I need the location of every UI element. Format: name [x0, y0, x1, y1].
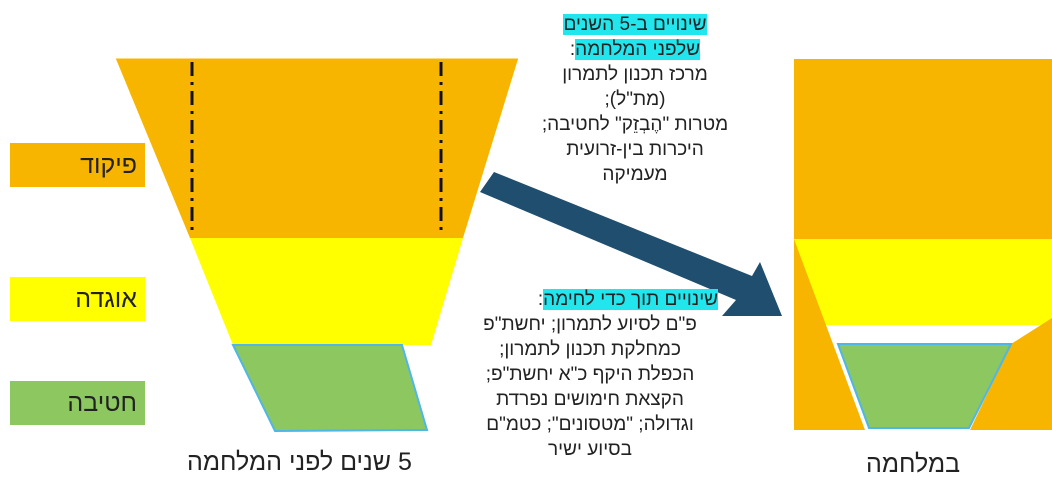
right-division-layer	[794, 239, 1052, 325]
caption-in-war: במלחמה	[866, 450, 961, 478]
right-brigade-layer	[836, 343, 1013, 429]
right-command-flank-left	[794, 239, 865, 430]
right-command-layer	[794, 59, 1052, 239]
note-before-subtitle: שלפני המלחמה	[575, 39, 701, 60]
note-before-war: שינויים ב-5 השנים שלפני המלחמה: מרכז תכנ…	[520, 12, 750, 187]
legend-division: אוגדה	[10, 277, 145, 321]
note-during-line: כמחלקת תכנון לתמרון;	[499, 339, 681, 360]
legend-command-label: פיקוד	[80, 151, 137, 179]
left-command-layer	[116, 59, 518, 238]
note-during-line: הכפלת היקף כ"א יחשת"פ;	[485, 364, 695, 385]
note-before-title: שינויים ב-5 השנים	[563, 14, 707, 35]
legend-brigade: חטיבה	[10, 381, 145, 425]
note-during-line: הקצאת חימושים נפרדת	[496, 389, 684, 410]
note-before-line: היכרות בין-זרועית	[566, 139, 704, 160]
note-before-line: מעמיקה	[602, 164, 668, 185]
legend-command: פיקוד	[10, 143, 145, 187]
note-during-line: בסיוע ישיר	[548, 439, 632, 460]
left-brigade-layer	[231, 344, 429, 433]
right-command-flank-right	[970, 318, 1052, 430]
caption-before-war: 5 שנים לפני המלחמה	[187, 448, 412, 476]
left-division-layer	[190, 238, 463, 345]
note-before-line: מטרות "הֶבְזֵק" לחטיבה;	[541, 114, 729, 135]
legend-brigade-label: חטיבה	[67, 389, 137, 417]
transition-arrow	[480, 172, 782, 316]
note-before-line: מרכז תכנון לתמרון	[562, 64, 708, 85]
note-during-line: פ"ם לסיוע לתמרון; יחשת"פ	[483, 314, 697, 335]
legend-division-label: אוגדה	[75, 285, 137, 313]
note-before-line: (מת"ל);	[604, 89, 666, 110]
note-during-line: וגדולה; "מטסונים"; כטמ"ם	[486, 414, 694, 435]
note-during-war: שינויים תוך כדי לחימה: פ"ם לסיוע לתמרון;…	[462, 287, 718, 462]
note-during-title: שינויים תוך כדי לחימה	[543, 289, 718, 310]
